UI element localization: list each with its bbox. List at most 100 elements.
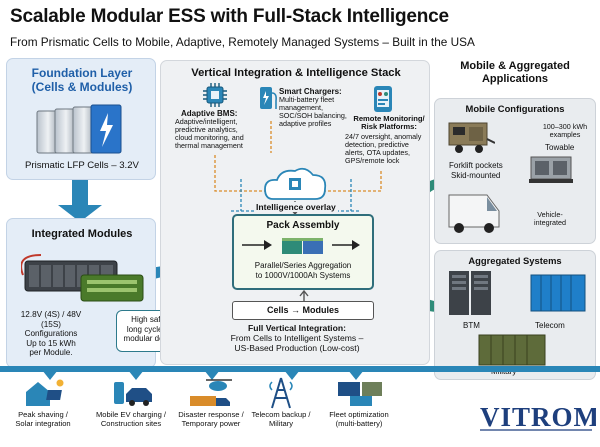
use-case-line: Disaster response /	[178, 410, 244, 419]
chargers-text: Multi-battery fleet management, SOC/SOH …	[279, 96, 375, 128]
telecom-label: Telecom	[535, 321, 565, 330]
skid-label: Skid-mounted	[451, 171, 501, 180]
apps-heading-line: Mobile & Aggregated	[460, 60, 570, 72]
prismatic-cells-icon	[36, 104, 122, 154]
remote-line: alerts, OTA updates,	[345, 148, 410, 157]
kwh-line: examples	[549, 130, 581, 139]
remote-line: GPS/remote lock	[345, 156, 400, 165]
fvi-text: Full Vertical Integration: From Cells to…	[166, 323, 428, 353]
use-case-line: (multi-battery)	[335, 418, 383, 428]
config-line: Up to 15 kWh	[26, 338, 76, 348]
bms-line: cloud monitoring, and	[175, 133, 244, 142]
kwh-line: 100–300 kWh	[542, 122, 588, 131]
fleet-icon	[338, 382, 382, 406]
use-case-label: Mobile EV charging / Construction sites	[88, 410, 174, 428]
callout-line: High safety,	[131, 315, 173, 324]
pack-line: to 1000V/1000Ah Systems	[255, 270, 351, 280]
charger-icon	[260, 87, 277, 109]
use-case-label: Disaster response / Temporary power	[168, 410, 254, 428]
kwh-text: 100–300 kWh examples	[535, 123, 595, 139]
towable-unit-icon	[448, 122, 495, 153]
pack-text: Parallel/Series Aggregation to 1000V/100…	[234, 261, 372, 280]
remote-line: detection, predictive	[345, 140, 409, 149]
use-case-label: Telecom backup / Military	[238, 410, 324, 428]
cell-label: Prismatic LFP Cells – 3.2V	[25, 160, 139, 171]
config-line: 12.8V (4S) / 48V (15S)	[20, 310, 82, 329]
pack-line: Parallel/Series Aggregation	[254, 261, 352, 270]
fvi-title: Full Vertical Integration:	[248, 323, 346, 333]
chip-icon	[203, 83, 227, 107]
towable-label: Towable	[545, 143, 575, 152]
aggregated-heading: Aggregated Systems	[468, 255, 562, 266]
mobile-panel: Mobile Configurations 100–300 kWh exampl…	[434, 98, 596, 244]
aggregated-panel: Aggregated Systems BTM Telecom Military	[434, 250, 596, 380]
mobile-heading: Mobile Configurations	[465, 103, 565, 114]
vitrom-logo: VITROM	[480, 402, 596, 432]
use-case-line: Peak shaving /	[18, 410, 68, 419]
bms-text: Adaptive/intelligent, predictive analyti…	[175, 118, 265, 150]
callout-line: long cycle life,	[126, 324, 178, 334]
use-case-line: Construction sites	[100, 418, 162, 428]
chargers-line: adaptive profiles	[279, 119, 332, 128]
solar-house-icon	[26, 379, 64, 406]
use-case-line: Temporary power	[181, 418, 241, 428]
cells-modules-box: Cells → Modules	[232, 301, 374, 320]
stack-heading: Vertical Integration & Intelligence Stac…	[191, 67, 401, 79]
skid-unit-icon	[529, 156, 573, 183]
pack-blocks-icon	[282, 238, 323, 254]
band-drop-arrows	[42, 370, 364, 380]
pack-title: Pack Assembly	[266, 220, 340, 231]
remote-line: 24/7 oversight, anomaly	[345, 132, 422, 141]
use-case-line: Telecom backup /	[251, 410, 311, 419]
vehicle-line: Vehicle-	[537, 210, 563, 219]
callout-line: modular design.	[123, 334, 181, 343]
phone-dashboard-icon	[374, 86, 392, 112]
apps-heading-line: Applications	[481, 73, 548, 85]
use-case-line: Mobile EV charging /	[95, 410, 167, 419]
use-case-line: Military	[268, 418, 294, 428]
fvi-line: From Cells to Intelligent Systems –	[230, 333, 364, 343]
telecom-tower-icon	[269, 377, 293, 409]
foundation-panel: Foundation Layer (Cells & Modules) Prism…	[6, 58, 156, 180]
foundation-heading-1: Foundation Layer	[31, 66, 133, 80]
pack-assembly-box: Pack Assembly Parallel/Series Aggregatio…	[232, 214, 374, 290]
bms-title: Adaptive BMS:	[181, 109, 238, 118]
telecom-container-icon	[530, 274, 586, 312]
remote-text: 24/7 oversight, anomaly detection, predi…	[345, 133, 431, 165]
chargers-line: SOC/SOH balancing,	[279, 111, 347, 120]
fvi-line: US-Based Production (Low-cost)	[234, 343, 360, 353]
out-arrow-icon	[332, 240, 360, 250]
ev-charger-icon	[114, 382, 152, 406]
vehicle-label: Vehicle- integrated	[517, 211, 583, 227]
use-case-line: Fleet optimization	[329, 410, 389, 419]
forklift-label: Forklift pockets	[449, 161, 503, 170]
config-line: Configurations	[24, 329, 78, 339]
chargers-line: Multi-battery fleet	[279, 95, 335, 104]
btm-label: BTM	[463, 321, 480, 330]
config-line: per Module.	[29, 348, 73, 358]
modules-heading: Integrated Modules	[31, 228, 133, 240]
remote-title: Remote Monitoring/ Risk Platforms:	[347, 114, 431, 132]
bms-line: Adaptive/intelligent,	[175, 117, 238, 126]
chargers-title: Smart Chargers:	[279, 87, 342, 96]
battery-module-icon	[21, 254, 144, 302]
bottom-band	[0, 366, 600, 372]
in-arrow-icon	[242, 240, 272, 250]
use-case-line: Solar integration	[15, 418, 71, 428]
use-case-label: Fleet optimization (multi-battery)	[316, 410, 402, 428]
applications-heading: Mobile & Aggregated Applications	[434, 60, 596, 96]
page-title: Scalable Modular ESS with Full-Stack Int…	[10, 6, 449, 27]
use-case-label: Peak shaving / Solar integration	[0, 410, 86, 428]
vehicle-line: integrated	[534, 218, 566, 227]
bms-line: predictive analytics,	[175, 125, 238, 134]
remote-title-line: Remote Monitoring/	[353, 114, 425, 123]
military-container-icon	[478, 334, 546, 366]
helicopter-truck-icon	[190, 379, 232, 406]
module-config-text: 12.8V (4S) / 48V (15S) Configurations Up…	[11, 310, 91, 358]
page-subtitle: From Prismatic Cells to Mobile, Adaptive…	[10, 35, 475, 49]
cloud-connectors	[214, 121, 382, 216]
foundation-heading-2: (Cells & Modules)	[31, 80, 133, 94]
rack-cabinet-icon	[449, 271, 491, 315]
chargers-line: management,	[279, 103, 323, 112]
bms-line: thermal management	[175, 141, 243, 150]
